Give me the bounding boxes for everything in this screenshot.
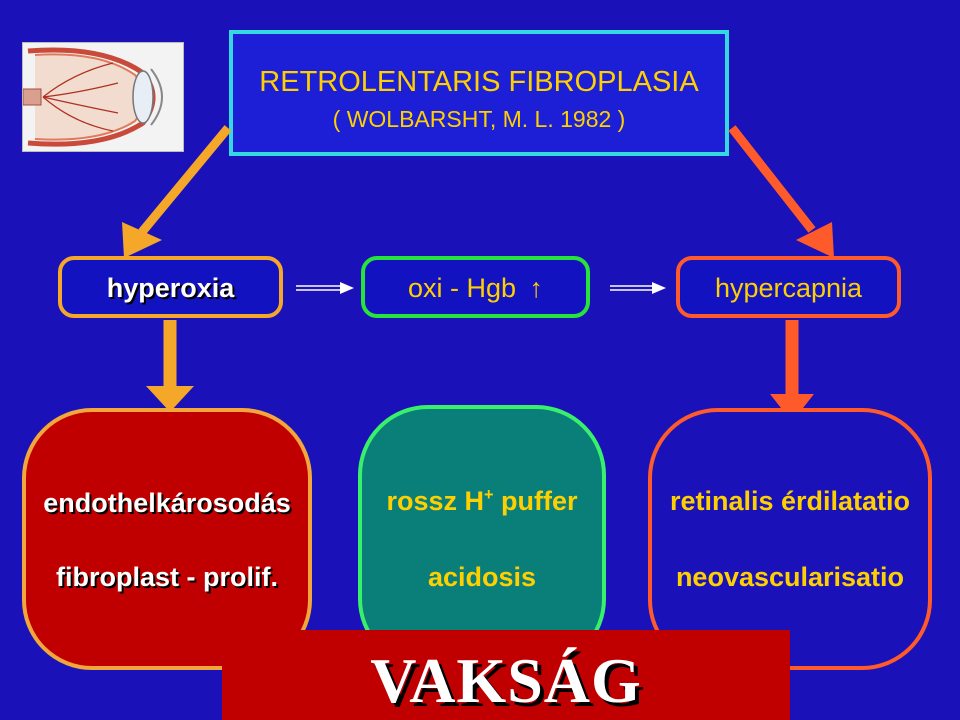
retinal-box bbox=[648, 408, 932, 670]
diagram-citation: ( WOLBARSHT, M. L. 1982 ) bbox=[332, 106, 626, 132]
buffer-label: rossz H+ puffer bbox=[358, 486, 606, 517]
buffer-label-main: rossz H bbox=[386, 486, 485, 516]
oxi-hgb-box: oxi - Hgb ↑ bbox=[361, 256, 590, 318]
arrow-title-to-hypercapnia bbox=[728, 125, 816, 233]
hyperoxia-box: hyperoxia bbox=[58, 256, 283, 318]
arrowhead-hypercapnia bbox=[796, 222, 834, 258]
endothel-damage-label: endothelkárosodás bbox=[43, 488, 291, 518]
arrow-title-to-hyperoxia bbox=[138, 125, 232, 235]
arrowhead-hyperoxia bbox=[122, 222, 162, 258]
acidosis-box bbox=[358, 405, 606, 669]
eye-cross-section-icon bbox=[22, 47, 163, 147]
retinal-dilatation-label: retinalis érdilatatio bbox=[669, 486, 911, 516]
buffer-label-end: puffer bbox=[493, 486, 578, 516]
acidosis-label: acidosis bbox=[427, 562, 537, 592]
neovascularisation-label: neovascularisatio bbox=[675, 562, 905, 592]
arrow-oxi-to-hypercapnia bbox=[610, 282, 666, 294]
fibroplast-label: fibroplast - prolif. bbox=[56, 562, 278, 592]
eye-illustration bbox=[22, 42, 184, 152]
hydrogen-charge: + bbox=[484, 486, 494, 504]
hypercapnia-box: hypercapnia bbox=[676, 256, 901, 318]
up-arrow-icon: ↑ bbox=[529, 273, 544, 303]
outcome-label: VAKSÁG bbox=[370, 645, 642, 716]
arrow-hyperoxia-to-oxi bbox=[296, 282, 354, 294]
outcome-box: VAKSÁG bbox=[222, 630, 790, 720]
arrowhead-hyperoxia-down bbox=[146, 386, 194, 412]
title-box: RETROLENTARIS FIBROPLASIA ( WOLBARSHT, M… bbox=[229, 30, 729, 156]
endothel-box bbox=[22, 408, 312, 670]
oxi-hgb-label: oxi - Hgb bbox=[407, 273, 517, 303]
diagram-title: RETROLENTARIS FIBROPLASIA bbox=[259, 66, 699, 98]
